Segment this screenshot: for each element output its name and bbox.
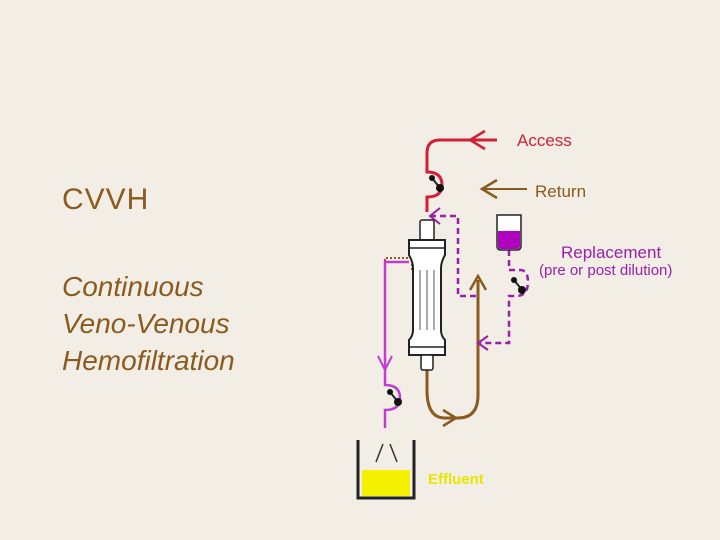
subtitle-line-1: Continuous (62, 271, 204, 302)
access-arrow-icon (467, 129, 486, 151)
replacement-pump-icon (511, 277, 526, 294)
effluent-arrow-icon (377, 355, 393, 373)
effluent-line (377, 260, 409, 428)
return-label: Return (535, 182, 587, 201)
subtitle-line-3: Hemofiltration (62, 345, 235, 376)
subtitle-line-2: Veno-Venous (62, 308, 230, 339)
replacement-line (428, 207, 530, 351)
effluent-label: Effluent (428, 471, 484, 488)
access-line (425, 129, 497, 212)
diagram-title: CVVH (62, 183, 150, 216)
effluent-drip-icon (375, 443, 398, 463)
effluent-container-icon (356, 440, 416, 500)
return-up-arrow-icon (468, 273, 488, 291)
access-label: Access (517, 131, 572, 150)
dilution-label: (pre or post dilution) (539, 262, 673, 279)
access-pump-icon (429, 175, 444, 192)
hemofilter-icon (408, 219, 446, 371)
effluent-pump-icon (387, 389, 402, 406)
replacement-bag-icon (496, 214, 522, 251)
replacement-label: Replacement (561, 243, 662, 262)
diagram-subtitle: Continuous Veno-Venous Hemofiltration (62, 268, 235, 379)
